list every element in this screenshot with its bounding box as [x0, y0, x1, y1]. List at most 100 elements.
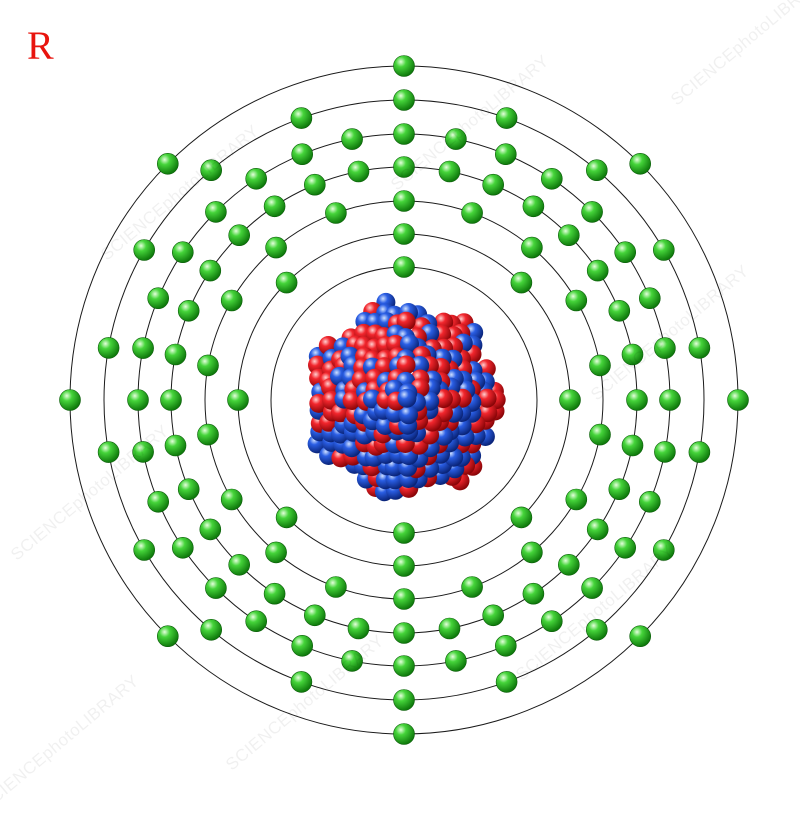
electron-shell-3	[521, 236, 543, 259]
electron-shell-4	[621, 434, 644, 457]
electron-shell-3	[461, 202, 483, 224]
electron-shell-4	[438, 617, 461, 640]
neutron	[399, 405, 418, 425]
proton	[396, 355, 416, 375]
electron-shell-3	[325, 576, 347, 598]
nucleus	[307, 292, 506, 502]
electron-shell-4	[347, 617, 370, 640]
electron-shell-4	[608, 299, 631, 322]
electron-shell-6	[97, 441, 120, 463]
electron-shell-7	[629, 625, 652, 648]
electron-shell-5	[205, 201, 227, 223]
electron-shell-3	[325, 202, 347, 224]
electron-shell-5	[341, 650, 363, 672]
electron-shell-6	[688, 441, 711, 463]
electron-shell-4	[482, 604, 505, 627]
electron-shell-4	[626, 389, 648, 411]
electron-shell-5	[659, 389, 681, 411]
electron-shell-5	[132, 441, 154, 463]
electron-shell-4	[482, 173, 505, 196]
electron-shell-5	[581, 577, 603, 599]
electron-shell-6	[652, 539, 675, 561]
neutron	[410, 356, 430, 375]
electron-shell-6	[200, 159, 222, 181]
electron-shell-4	[199, 259, 222, 282]
electron-shell-5	[245, 168, 268, 190]
electron-shell-2	[227, 389, 249, 411]
electron-shell-3	[220, 488, 243, 511]
electron-shell-6	[393, 689, 415, 711]
electron-shell-6	[585, 159, 608, 181]
electron-shell-6	[133, 239, 155, 261]
electron-shell-7	[157, 625, 179, 648]
element-symbol: R	[27, 23, 54, 68]
electron-shell-5	[341, 128, 363, 150]
electron-shell-6	[585, 618, 608, 641]
electron-shell-4	[228, 553, 250, 576]
electron-shell-5	[581, 201, 603, 223]
electron-shell-1	[393, 522, 415, 544]
electron-shell-3	[393, 588, 415, 610]
electron-shell-6	[495, 107, 518, 129]
electron-shell-7	[393, 723, 415, 745]
electron-shell-7	[59, 389, 81, 411]
electron-shell-3	[197, 354, 219, 377]
electron-shell-4	[393, 622, 415, 644]
electron-shell-4	[177, 299, 200, 322]
electron-shell-2	[275, 506, 298, 529]
electron-shell-5	[540, 168, 563, 190]
electron-shell-2	[510, 271, 533, 294]
electron-shell-5	[205, 577, 227, 599]
electron-shell-7	[629, 153, 652, 175]
electron-shell-5	[172, 241, 194, 263]
electron-shell-2	[393, 223, 415, 245]
electron-shell-5	[638, 287, 661, 310]
electron-shell-5	[614, 241, 637, 263]
electron-shell-4	[263, 582, 286, 605]
electron-shell-3	[265, 541, 287, 564]
electron-shell-5	[614, 536, 637, 559]
electron-shell-4	[160, 389, 182, 411]
electron-shell-4	[347, 160, 370, 183]
electron-shell-4	[586, 518, 609, 541]
electron-shell-5	[291, 634, 314, 657]
electron-shell-4	[438, 160, 461, 183]
electron-shell-3	[461, 576, 483, 598]
electron-shell-4	[557, 224, 580, 246]
electrons	[59, 55, 749, 745]
electron-shell-6	[290, 107, 313, 129]
electron-shell-5	[172, 536, 194, 559]
electron-shell-4	[199, 518, 222, 541]
electron-shell-4	[177, 478, 200, 501]
electron-shell-1	[393, 256, 415, 278]
electron-shell-5	[638, 490, 661, 513]
electron-shell-6	[200, 618, 222, 641]
electron-shell-6	[393, 89, 415, 111]
electron-shell-4	[608, 478, 631, 501]
electron-shell-6	[290, 671, 313, 693]
neutron	[434, 426, 454, 446]
neutron	[397, 388, 417, 408]
electron-shell-6	[495, 671, 518, 693]
electron-shell-5	[132, 337, 154, 359]
electron-shell-5	[393, 123, 415, 145]
electron-shell-5	[393, 655, 415, 677]
electron-shell-4	[164, 434, 187, 457]
electron-shell-5	[654, 441, 676, 463]
electron-shell-4	[164, 343, 187, 366]
electron-shell-7	[727, 389, 749, 411]
electron-shell-4	[303, 173, 326, 196]
electron-shell-5	[127, 389, 149, 411]
electron-shell-4	[393, 156, 415, 178]
electron-shell-2	[559, 389, 581, 411]
electron-shell-5	[654, 337, 676, 359]
electron-shell-5	[540, 610, 563, 633]
electron-shell-4	[621, 343, 644, 366]
electron-shell-4	[263, 195, 286, 218]
electron-shell-3	[589, 354, 611, 377]
electron-shell-2	[510, 506, 533, 529]
electron-shell-5	[445, 128, 467, 150]
electron-shell-3	[589, 423, 611, 446]
proton	[396, 311, 416, 331]
